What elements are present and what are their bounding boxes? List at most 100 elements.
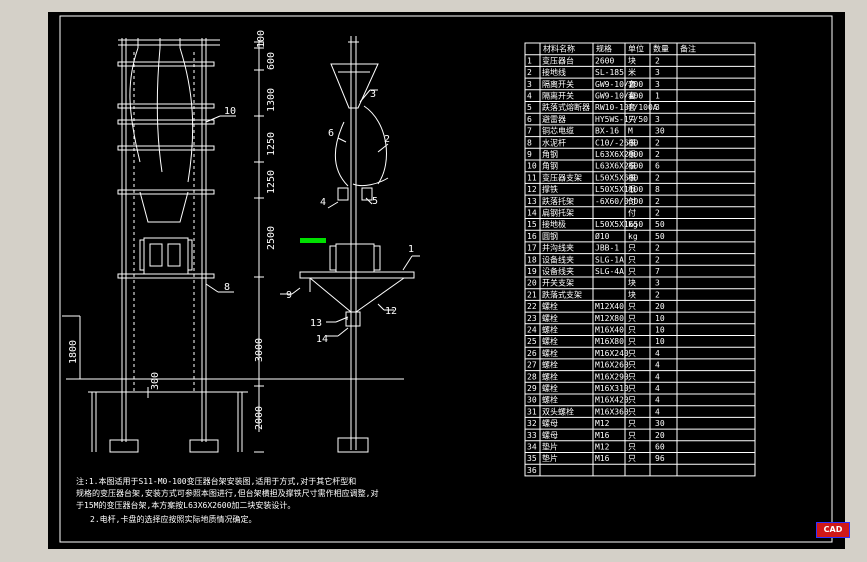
table-cell-name: 垫片 [542, 442, 558, 452]
table-cell-qty: 4 [655, 407, 660, 416]
table-cell-unit: 根 [628, 161, 636, 171]
table-cell-unit: 只 [628, 302, 636, 311]
left-elevation-view [62, 38, 404, 453]
table-cell-spec: M16 [595, 454, 610, 463]
table-cell-index: 32 [527, 419, 537, 428]
table-cell-unit: kg [628, 220, 638, 229]
table-border [524, 42, 756, 477]
table-cell-qty: 6 [655, 162, 660, 171]
dimension-label: 2500 [266, 226, 277, 250]
table-cell-unit: 套 [628, 91, 636, 101]
table-cell-index: 14 [527, 209, 537, 218]
table-cell-qty: 2 [655, 255, 660, 264]
table-cell-name: 螺栓 [542, 336, 558, 346]
transformer-platform-drawing: 100 600 1300 1250 1250 2500 3000 2000 18… [59, 15, 833, 543]
callout-label: 1 [408, 244, 414, 255]
table-cell-unit: 套 [628, 79, 636, 89]
table-cell-index: 21 [527, 290, 537, 299]
table-cell-qty: 2 [655, 290, 660, 299]
table-cell-qty: 30 [655, 127, 665, 136]
cad-drawing-viewport[interactable]: 100 600 1300 1250 1250 2500 3000 2000 18… [48, 12, 850, 549]
notes-block: 注:1.本图适用于S11-M0-100变压器台架安装图,适用于方式,对于其它杆型… [76, 476, 378, 524]
table-cell-name: 螺栓 [542, 348, 558, 358]
table-cell-qty: 50 [655, 232, 665, 241]
table-cell-qty: 50 [655, 220, 665, 229]
table-cell-unit: 只 [628, 419, 636, 428]
table-cell-qty: 4 [655, 372, 660, 381]
table-cell-name: 螺栓 [542, 301, 558, 311]
table-cell-unit: 只 [628, 454, 636, 463]
dimension-label: 300 [150, 372, 161, 390]
table-cell-spec: M12X80 [595, 314, 624, 323]
table-cell-index: 10 [527, 162, 537, 171]
table-cell-qty: 3 [655, 103, 660, 112]
table-header-cell: 备注 [680, 44, 696, 54]
table-cell-unit: 付 [628, 196, 636, 206]
table-cell-name: 垫片 [542, 453, 558, 463]
table-cell-unit: 只 [628, 337, 636, 346]
note-line: 规格的变压器台架,安装方式可参照本图进行,但台架横担及撑铁尺寸需作相应调整,对 [76, 488, 378, 498]
dimension-label: 3000 [254, 338, 265, 362]
table-cell-index: 18 [527, 255, 537, 264]
callout-label: 6 [328, 128, 334, 139]
table-cell-qty: 2 [655, 209, 660, 218]
dimension-label: 600 [266, 52, 277, 70]
dimension-labels: 100 600 1300 1250 1250 2500 3000 2000 18… [68, 30, 277, 430]
dimension-label: 1250 [266, 170, 277, 194]
table-cell-unit: 只 [628, 244, 636, 253]
note-line: 于15M的变压器台架,本方案按L63X6X2600加二块安装设计。 [76, 500, 295, 510]
table-cell-name: 设备线夹 [542, 254, 574, 264]
table-cell-unit: 只 [628, 267, 636, 276]
table-cell-index: 36 [527, 466, 537, 475]
table-cell-qty: 10 [655, 326, 665, 335]
table-cell-spec: SLG-4A [595, 267, 624, 276]
callout-label: 14 [316, 334, 328, 345]
table-cell-index: 8 [527, 138, 532, 147]
table-cell-unit: 只 [628, 361, 636, 370]
table-cell-qty: 4 [655, 384, 660, 393]
table-cell-qty: 4 [655, 396, 660, 405]
callout-label: 13 [310, 318, 322, 329]
callout-label: 4 [320, 197, 326, 208]
dimension-label: 2000 [254, 406, 265, 430]
table-cell-index: 16 [527, 232, 537, 241]
table-cell-spec: SL-185 [595, 68, 624, 77]
table-cell-name: 开关支架 [542, 278, 574, 288]
table-cell-index: 25 [527, 337, 537, 346]
table-cell-qty: 1 [655, 92, 660, 101]
table-cell-name: 水泥杆 [542, 137, 566, 147]
table-cell-index: 31 [527, 407, 537, 416]
table-cell-qty: 10 [655, 314, 665, 323]
note-line: 注:1.本图适用于S11-M0-100变压器台架安装图,适用于方式,对于其它杆型… [76, 476, 356, 486]
table-cell-index: 17 [527, 244, 537, 253]
callout-label: 12 [385, 306, 397, 317]
table-cell-spec: M16X290 [595, 372, 629, 381]
table-cell-qty: 2 [655, 150, 660, 159]
table-cell-name: 螺栓 [542, 383, 558, 393]
table-cell-name: 角钢 [542, 161, 558, 171]
table-cell-qty: 30 [655, 419, 665, 428]
table-cell-index: 33 [527, 431, 537, 440]
drawing-frame [59, 15, 833, 543]
table-cell-name: 双头螺栓 [542, 406, 574, 416]
table-cell-index: 24 [527, 326, 537, 335]
table-cell-name: 螺栓 [542, 371, 558, 381]
callout-label: 5 [372, 196, 378, 207]
table-cell-qty: 3 [655, 80, 660, 89]
table-cell-spec: HY5WS-17/50 [595, 115, 648, 124]
table-cell-index: 27 [527, 361, 537, 370]
table-cell-qty: 2 [655, 197, 660, 206]
table-cell-spec: M16X80 [595, 337, 624, 346]
table-cell-spec: M12 [595, 443, 610, 452]
table-cell-name: 隔离开关 [542, 91, 574, 101]
table-cell-unit: 付 [628, 208, 636, 218]
table-cell-index: 13 [527, 197, 537, 206]
table-cell-spec: L50X5X1100 [595, 185, 643, 194]
table-cell-unit: 根 [628, 172, 636, 182]
table-cell-unit: 只 [628, 255, 636, 264]
table-cell-index: 1 [527, 56, 532, 65]
table-cell-spec: M16X360 [595, 407, 629, 416]
table-cell-unit: 只 [628, 443, 636, 452]
table-cell-index: 20 [527, 279, 537, 288]
table-cell-unit: 只 [628, 396, 636, 405]
